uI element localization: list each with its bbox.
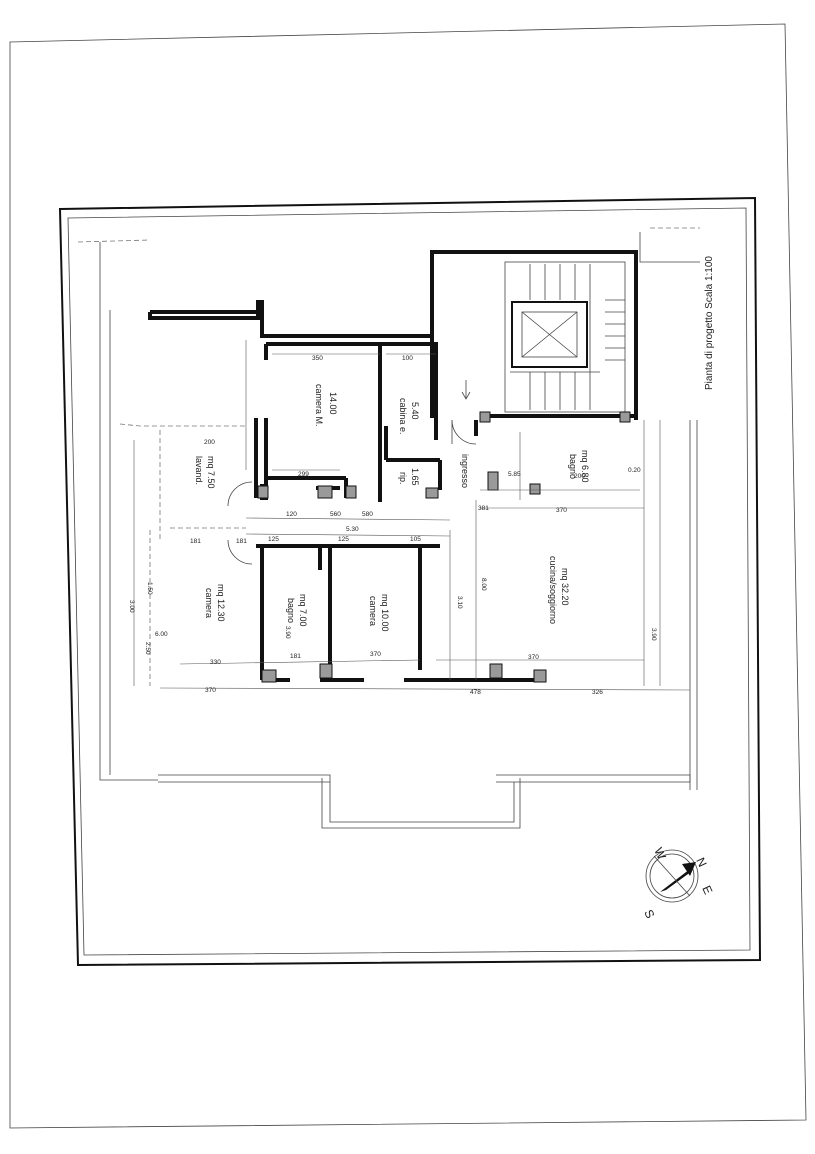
room-cabina-name: cabina e. bbox=[398, 398, 408, 435]
room-rip-name: rip. bbox=[398, 472, 408, 485]
compass-east: E bbox=[699, 883, 715, 896]
compass-west: W bbox=[651, 845, 669, 862]
room-camera-mid-name: camera bbox=[368, 596, 378, 626]
dim-label: 350 bbox=[312, 355, 323, 362]
dim-label: 5.85 bbox=[508, 471, 521, 478]
dim-label: 105 bbox=[410, 536, 421, 543]
drawing-frame-inner bbox=[67, 207, 751, 956]
room-camera-left-name: camera bbox=[204, 588, 214, 618]
stair-core bbox=[430, 250, 638, 420]
dim-label: 370 bbox=[205, 687, 216, 694]
terrace-outline bbox=[77, 227, 700, 829]
dim-label: 125 bbox=[268, 536, 279, 543]
dim-label: 370 bbox=[370, 651, 381, 658]
dim-label: 3.90 bbox=[284, 626, 291, 639]
dim-label: 200 bbox=[204, 439, 215, 446]
dim-label: 3.90 bbox=[650, 628, 657, 641]
dim-label: 580 bbox=[362, 511, 373, 518]
room-cucina-area: mq 32.20 bbox=[560, 568, 570, 606]
dim-label: 326 bbox=[592, 689, 603, 696]
dim-label: 370 bbox=[528, 654, 539, 661]
room-lavand-area: mq 7.50 bbox=[206, 456, 216, 489]
room-bagno-mid-area: mq 7.00 bbox=[298, 594, 308, 627]
dim-label: 8.00 bbox=[480, 578, 487, 591]
compass-north: N bbox=[693, 855, 709, 869]
drawing-frame-outer bbox=[58, 196, 762, 967]
dim-label: 2.50 bbox=[144, 642, 151, 655]
dim-label: 370 bbox=[556, 507, 567, 514]
compass-south: S bbox=[641, 907, 657, 920]
dim-label: 100 bbox=[402, 355, 413, 362]
dim-label: 299 bbox=[298, 471, 309, 478]
room-camera-left-area: mq 12.30 bbox=[216, 584, 226, 622]
room-ingresso-name: ingresso bbox=[460, 454, 470, 488]
dim-label: 5.30 bbox=[346, 526, 359, 533]
dim-label: 125 bbox=[338, 536, 349, 543]
drawing-title: Pianta di progetto Scala 1:100 bbox=[704, 256, 715, 390]
dim-label: 181 bbox=[190, 538, 201, 545]
room-bagno-right-area: mq 6.80 bbox=[580, 450, 590, 483]
dim-label: 6.00 bbox=[155, 631, 168, 638]
dim-label: 181 bbox=[236, 538, 247, 545]
dim-label: 120 bbox=[286, 511, 297, 518]
compass-rose bbox=[645, 849, 699, 903]
room-camera-m-name: camera M. bbox=[314, 384, 324, 427]
room-bagno-mid-name: bagno bbox=[286, 598, 296, 623]
dim-label: 1.50 bbox=[146, 582, 153, 595]
exterior-walls bbox=[148, 300, 636, 682]
dim-label: 3.10 bbox=[456, 596, 463, 609]
dim-label: 181 bbox=[290, 653, 301, 660]
dim-label: 381 bbox=[478, 505, 489, 512]
dim-label: 478 bbox=[470, 689, 481, 696]
room-cabina-area: 5.40 bbox=[410, 402, 420, 420]
room-bagno-right-name: bagno bbox=[568, 454, 578, 479]
room-cucina-name: cucina/soggiorno bbox=[548, 556, 558, 624]
room-lavand-name: lavand. bbox=[194, 456, 204, 485]
dim-label: 3.00 bbox=[128, 600, 135, 613]
door-swings bbox=[227, 419, 477, 565]
dimension-lines bbox=[119, 340, 691, 691]
dim-label: 200 bbox=[574, 473, 585, 480]
dim-label: 0.20 bbox=[628, 467, 641, 474]
room-rip-area: 1.65 bbox=[410, 468, 420, 486]
room-camera-mid-area: mq 10.00 bbox=[380, 594, 390, 632]
dimension-labels: 350 100 200 299 120 5.30 560 580 125 125… bbox=[128, 355, 657, 696]
sheet-border bbox=[9, 23, 807, 1129]
structural-pillars bbox=[257, 411, 631, 683]
room-camera-m-area: 14.00 bbox=[328, 392, 338, 415]
dim-label: 560 bbox=[330, 511, 341, 518]
dim-label: 330 bbox=[210, 659, 221, 666]
